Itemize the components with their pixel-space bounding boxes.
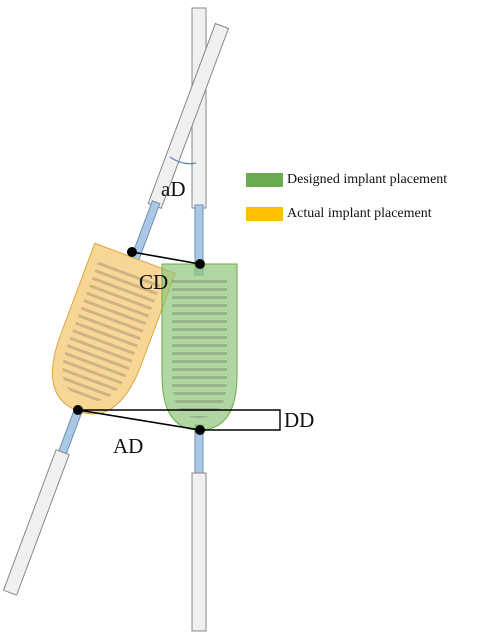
designed-apical-point [195,425,205,435]
apical-deviation-label: AD [113,434,143,458]
legend-label-designed: Designed implant placement [287,172,448,187]
coronal-deviation-line [131,251,201,265]
actual-implant [51,242,177,415]
angle-arc [169,156,197,165]
coronal-deviation-label: CD [139,270,168,294]
designed-coronal-point [195,259,205,269]
legend-label-actual: Actual implant placement [287,206,432,221]
depth-deviation-bracket [78,409,281,431]
designed-implant [161,263,238,431]
designed-rod-bottom [191,472,207,632]
actual-implant-threads [62,259,162,402]
apical-deviation-line [77,409,201,431]
legend-swatch-actual [246,207,283,221]
depth-deviation-label: DD [284,408,314,432]
legend-swatch-designed [246,173,283,187]
angle-label: aD [161,177,186,201]
actual-apical-point [73,405,83,415]
actual-coronal-point [127,247,137,257]
designed-implant-threads [172,280,227,418]
legend-designed: Designed implant placement [246,172,447,188]
legend-actual: Actual implant placement [246,206,432,222]
actual-rod-bottom [2,449,70,596]
